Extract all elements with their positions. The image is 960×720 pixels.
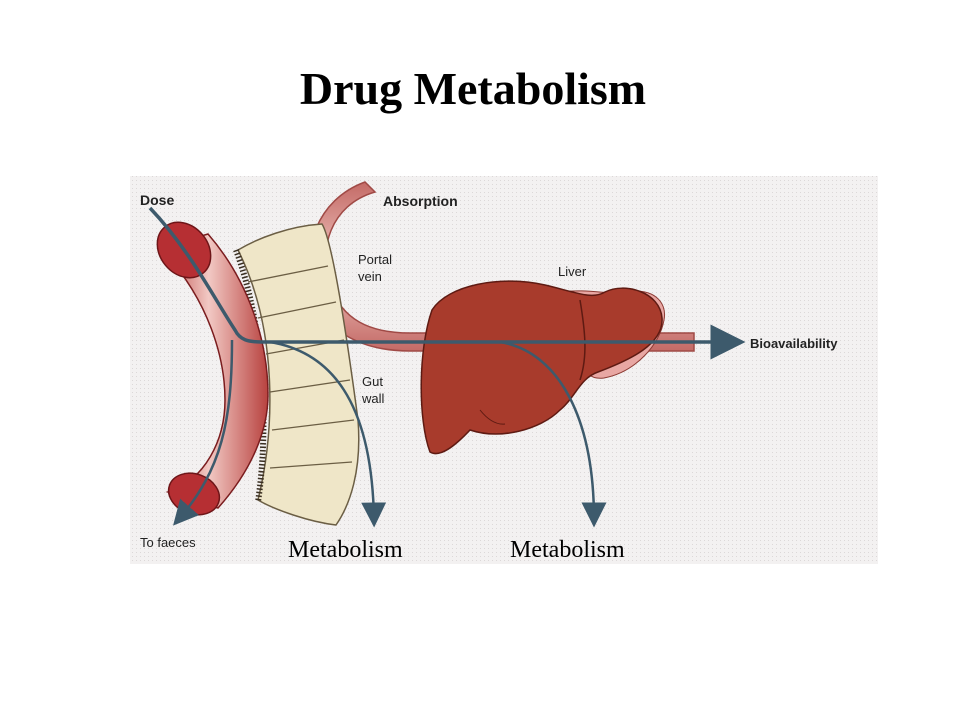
- dose-to-bioavailability-arrow: [148, 206, 746, 360]
- pathway-arrows: [148, 206, 746, 528]
- liver-metabolism-label: Metabolism: [510, 537, 625, 563]
- gut-metabolism-label: Metabolism: [288, 537, 403, 563]
- liver: [420, 280, 666, 455]
- absorption-label: Absorption: [383, 193, 458, 209]
- portal-vein-label-line2: vein: [358, 269, 382, 284]
- gut-wall-label-line2: wall: [361, 391, 385, 406]
- to-faeces-arrow: [173, 339, 234, 526]
- to-faeces-label: To faeces: [140, 535, 196, 550]
- bioavailability-label: Bioavailability: [750, 336, 838, 351]
- intestine: [156, 221, 269, 516]
- gut-metabolism-arrow: [269, 340, 387, 528]
- portal-vein-label-line1: Portal: [358, 252, 392, 267]
- slide-title: Drug Metabolism: [299, 63, 647, 114]
- gut-wall-label-line1: Gut: [362, 374, 383, 389]
- dose-label: Dose: [140, 192, 174, 208]
- liver-metabolism-arrow: [499, 340, 607, 528]
- liver-label: Liver: [558, 264, 587, 279]
- gut-wall: [233, 223, 360, 526]
